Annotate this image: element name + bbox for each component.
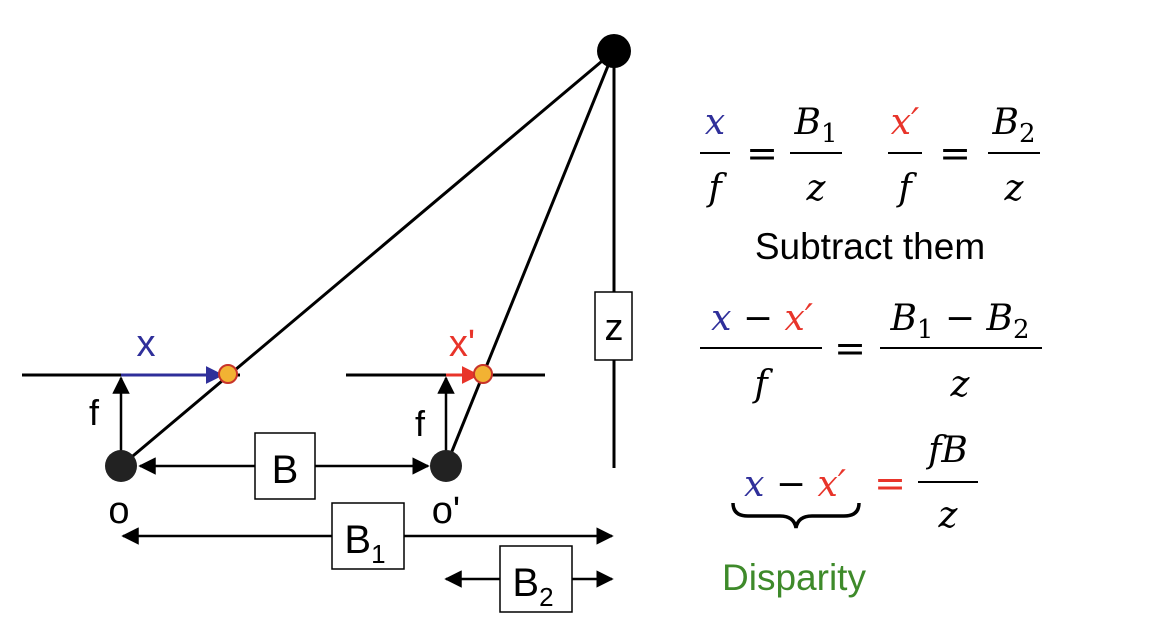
x-label: x [137, 323, 156, 365]
z-label: z [605, 307, 624, 349]
eq2-rhs-numerator: B2 [991, 102, 1035, 149]
eq2-denominator: f [895, 168, 917, 209]
ray-left [120, 49, 615, 468]
eq2-equals: = [939, 131, 971, 175]
x-prime-label: x' [449, 323, 475, 365]
eq4-rhs-denominator: z [938, 495, 959, 536]
right-camera-center [430, 450, 462, 482]
eq1-denominator: f [705, 168, 727, 209]
eq3-numerator: x − x′ [711, 298, 813, 339]
left-camera-center [105, 450, 137, 482]
eq3-rhs-numerator: B1 − B2 [889, 298, 1029, 345]
disparity-label: Disparity [722, 557, 866, 598]
b2-label: B2 [512, 561, 553, 612]
scene-point [597, 34, 631, 68]
b-label: B [272, 448, 299, 492]
o-prime-label: o' [432, 490, 460, 532]
subtract-text: Subtract them [755, 226, 985, 267]
b1-label-box [331, 502, 405, 570]
b-label-box [254, 432, 316, 500]
b2-label-box [499, 545, 573, 613]
eq4-equals: = [874, 461, 906, 505]
ray-right [444, 50, 616, 467]
eq4-rhs-numerator: fB [925, 430, 968, 471]
eq4-lhs: x − x′ [744, 464, 846, 505]
disparity-underbrace [731, 502, 861, 529]
o-label: o [108, 490, 129, 532]
z-label-box [594, 291, 633, 361]
b1-label: B1 [344, 518, 385, 569]
eq2-rhs-denominator: z [1004, 168, 1025, 209]
left-intersection-marker [218, 364, 238, 384]
eq1-rhs-denominator: z [806, 168, 827, 209]
eq3-denominator: f [751, 364, 773, 405]
eq2-numerator: x′ [891, 102, 919, 143]
eq1-equals: = [746, 131, 778, 175]
right-intersection-marker [473, 364, 493, 384]
eq3-rhs-denominator: z [950, 364, 971, 405]
f-label-right: f [415, 403, 426, 444]
eq1-numerator: x [705, 102, 725, 143]
f-label-left: f [89, 392, 100, 433]
eq1-rhs-numerator: B1 [793, 102, 837, 149]
eq3-equals: = [834, 326, 866, 370]
